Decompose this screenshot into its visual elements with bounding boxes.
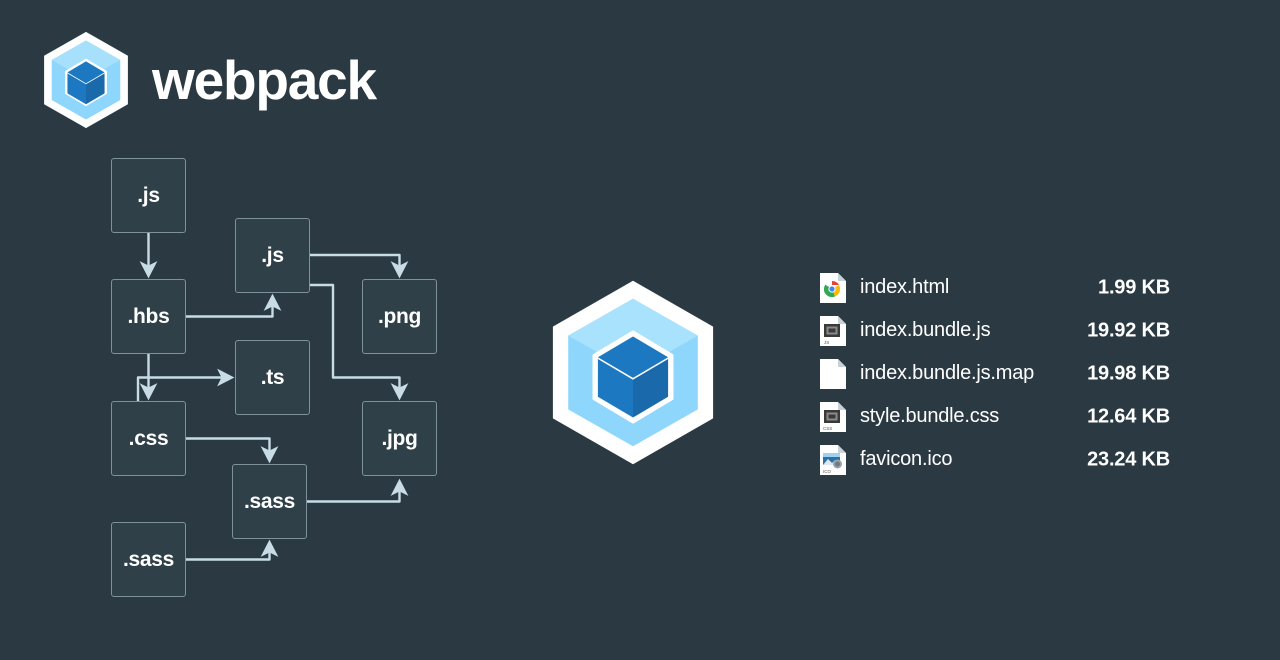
- edge-js2-png: [310, 253, 409, 279]
- svg-text:ICO: ICO: [823, 469, 832, 474]
- file-size: 19.98 KB: [1087, 362, 1170, 384]
- svg-text:JS: JS: [824, 340, 829, 345]
- graph-node-label: .sass: [243, 489, 296, 513]
- graph-edges: [136, 233, 409, 561]
- graph-node-label: .hbs: [127, 304, 170, 328]
- file-name: favicon.ico: [860, 448, 953, 470]
- edge-hbs-js2: [186, 293, 282, 318]
- header: webpack: [38, 30, 377, 130]
- css-file-icon: CSS: [820, 401, 846, 432]
- file-row-index-bundle-js[interactable]: JS index.bundle.js 19.92 KB: [818, 309, 1170, 352]
- graph-node-label: .sass: [122, 547, 175, 571]
- ico-file-icon: ICO: [820, 444, 846, 475]
- file-row-index-bundle-js-map[interactable]: index.bundle.js.map 19.98 KB: [818, 352, 1170, 395]
- output-file-list: index.html 1.99 KB JS index.bundle.js 19…: [818, 266, 1170, 481]
- edge-css-ts: [136, 368, 235, 401]
- graph-node-sass2[interactable]: .sass: [111, 522, 186, 597]
- page-title: webpack: [152, 48, 377, 111]
- chrome-html-file-icon: [820, 272, 846, 303]
- graph-node-label: .js: [137, 183, 160, 207]
- graph-node-sass1[interactable]: .sass: [232, 464, 307, 539]
- graph-node-label: .css: [128, 426, 169, 450]
- graph-node-ts[interactable]: .ts: [235, 340, 310, 415]
- svg-text:CSS: CSS: [823, 426, 832, 431]
- edge-sass1-jpg: [307, 478, 409, 503]
- file-row-index-html[interactable]: index.html 1.99 KB: [818, 266, 1170, 309]
- graph-node-js1[interactable]: .js: [111, 158, 186, 233]
- file-name: index.bundle.js.map: [860, 362, 1035, 384]
- graph-node-hbs[interactable]: .hbs: [111, 279, 186, 354]
- file-size: 1.99 KB: [1098, 276, 1170, 298]
- file-size: 23.24 KB: [1087, 448, 1170, 470]
- file-name: style.bundle.css: [860, 405, 1000, 427]
- graph-node-jpg[interactable]: .jpg: [362, 401, 437, 476]
- js-file-icon: JS: [820, 315, 846, 346]
- dependency-graph: .js .js .hbs .png .ts .css .jpg .sass .s…: [0, 0, 520, 660]
- file-size: 12.64 KB: [1087, 405, 1170, 427]
- graph-node-png[interactable]: .png: [362, 279, 437, 354]
- edge-sass2-sass1: [186, 539, 279, 561]
- webpack-logo-icon: [44, 31, 128, 129]
- graph-node-label: .jpg: [381, 426, 418, 450]
- file-row-favicon-ico[interactable]: ICO favicon.ico 23.24 KB: [818, 438, 1170, 481]
- file-size: 19.92 KB: [1087, 319, 1170, 341]
- graph-node-label: .ts: [260, 365, 285, 389]
- graph-node-label: .png: [377, 304, 422, 328]
- file-name: index.html: [860, 276, 950, 298]
- graph-node-css[interactable]: .css: [111, 401, 186, 476]
- file-name: index.bundle.js: [860, 319, 991, 341]
- graph-node-label: .js: [261, 243, 284, 267]
- file-row-style-bundle-css[interactable]: CSS style.bundle.css 12.64 KB: [818, 395, 1170, 438]
- edge-css-sass1: [186, 437, 279, 464]
- webpack-logo-large-icon: [552, 280, 714, 465]
- graph-node-js2[interactable]: .js: [235, 218, 310, 293]
- blank-file-icon: [820, 358, 846, 389]
- edge-js2-jpg: [310, 283, 409, 401]
